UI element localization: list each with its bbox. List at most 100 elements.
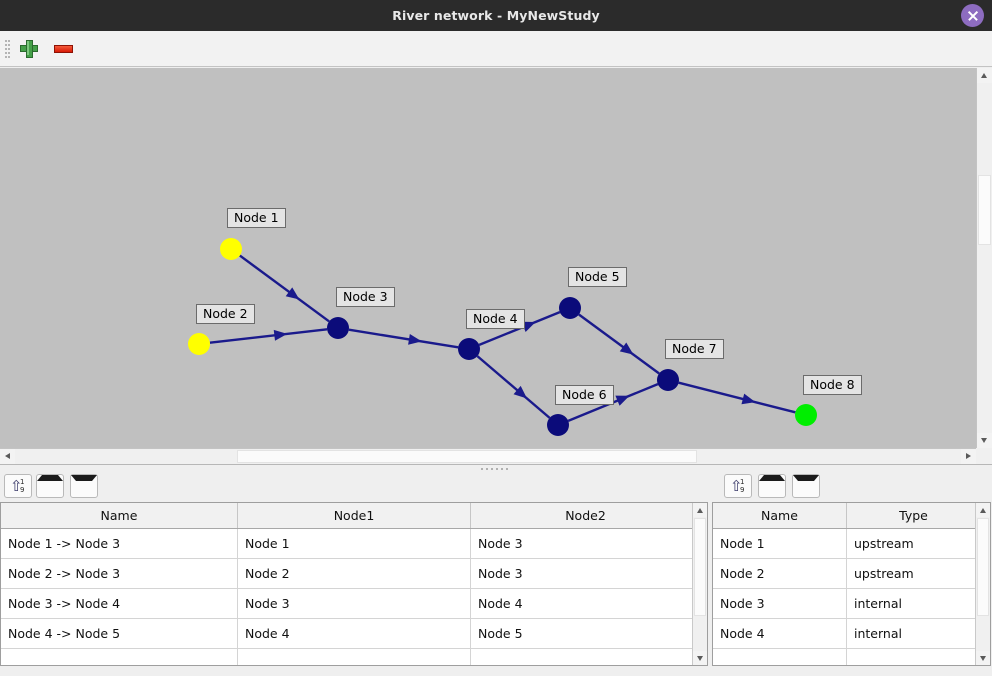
remove-node-icon[interactable] [52,37,76,61]
reaches-scroll-down[interactable] [693,651,707,665]
table-cell[interactable] [470,648,701,665]
node-label-node5[interactable]: Node 5 [568,267,627,287]
reaches-scroll-up[interactable] [693,503,707,517]
table-cell[interactable]: Node 3 [237,588,471,619]
arrow-down-icon [793,475,819,481]
toolbar-drag-handle[interactable] [5,40,10,58]
scroll-up-arrow[interactable] [977,68,992,83]
table-cell[interactable]: Node 3 [470,528,701,559]
node-node2[interactable] [188,333,210,355]
node-node8[interactable] [795,404,817,426]
graph-hscroll-thumb[interactable] [237,450,697,463]
node-label-node2[interactable]: Node 2 [196,304,255,324]
edge-Node4-Node6[interactable] [476,355,551,419]
edge-Node7-Node8[interactable] [678,381,796,414]
nodes-grid-scrollbar[interactable] [975,503,990,665]
table-cell[interactable]: Node 3 [470,558,701,589]
table-cell[interactable]: Node 5 [470,618,701,649]
edge-Node2-Node3[interactable] [209,328,328,344]
nodes-scroll-thumb[interactable] [977,518,989,616]
arrow-up-icon [37,475,63,481]
table-cell[interactable]: Node 4 [470,588,701,619]
table-row-empty[interactable] [713,648,981,665]
node-label-node6[interactable]: Node 6 [555,385,614,405]
scroll-left-arrow[interactable] [0,449,15,464]
reaches-move-down-button[interactable] [70,474,98,498]
table-cell[interactable]: Node 1 -> Node 3 [1,528,238,559]
table-cell[interactable]: upstream [846,558,981,589]
panel-splitter[interactable] [0,464,992,473]
table-cell[interactable]: upstream [846,528,981,559]
close-icon[interactable] [961,4,984,27]
node-node1[interactable] [220,238,242,260]
node-label-node4[interactable]: Node 4 [466,309,525,329]
table-row-empty[interactable] [1,648,701,665]
column-header-node1[interactable]: Node1 [237,503,471,529]
edge-Node5-Node7[interactable] [578,313,660,375]
node-node6[interactable] [547,414,569,436]
table-cell[interactable]: Node 2 [237,558,471,589]
edge-arrowhead [408,333,422,345]
scroll-right-arrow[interactable] [961,449,976,464]
node-node5[interactable] [559,297,581,319]
table-cell[interactable]: Node 2 [713,558,847,589]
table-cell[interactable] [846,648,981,665]
nodes-scroll-down[interactable] [976,651,990,665]
table-cell[interactable]: Node 3 [713,588,847,619]
table-cell[interactable]: Node 1 [713,528,847,559]
column-header-type[interactable]: Type [846,503,981,529]
reaches-move-up-button[interactable] [36,474,64,498]
node-label-node8[interactable]: Node 8 [803,375,862,395]
column-header-name[interactable]: Name [713,503,847,529]
node-label-node1[interactable]: Node 1 [227,208,286,228]
edge-Node3-Node4[interactable] [348,328,459,349]
plus-vertical-bar [25,39,33,58]
reaches-scroll-thumb[interactable] [694,518,706,616]
reaches-grid-scrollbar[interactable] [692,503,707,665]
table-cell[interactable]: Node 4 -> Node 5 [1,618,238,649]
column-header-name[interactable]: Name [1,503,238,529]
graph-horizontal-scrollbar[interactable] [0,448,976,464]
column-header-node2[interactable]: Node2 [470,503,701,529]
table-cell[interactable] [237,648,471,665]
node-label-node3[interactable]: Node 3 [336,287,395,307]
nodes-move-down-button[interactable] [792,474,820,498]
node-node3[interactable] [327,317,349,339]
table-cell[interactable]: Node 3 -> Node 4 [1,588,238,619]
river-network-canvas[interactable]: Node 1 Node 2 Node 3 Node 4 Node 5 Node 6 Node… [0,68,976,448]
edge-Node1-Node3[interactable] [239,254,330,323]
scroll-down-arrow[interactable] [977,433,992,448]
table-cell[interactable]: Node 1 [237,528,471,559]
table-cell[interactable]: internal [846,618,981,649]
table-cell[interactable]: Node 4 [237,618,471,649]
graph-vertical-scrollbar[interactable] [976,68,992,448]
node-node7[interactable] [657,369,679,391]
edge-arrowhead [521,321,536,332]
table-cell[interactable] [713,648,847,665]
nodes-move-up-button[interactable] [758,474,786,498]
node-label-node7[interactable]: Node 7 [665,339,724,359]
table-cell[interactable]: Node 4 [713,618,847,649]
main-toolbar [0,31,992,67]
table-cell[interactable]: internal [846,588,981,619]
nodes-scroll-up[interactable] [976,503,990,517]
add-node-icon[interactable] [18,37,42,61]
node-node4[interactable] [458,338,480,360]
graph-vscroll-thumb[interactable] [978,175,991,245]
table-cell[interactable]: Node 2 -> Node 3 [1,558,238,589]
table-cell[interactable] [1,648,238,665]
